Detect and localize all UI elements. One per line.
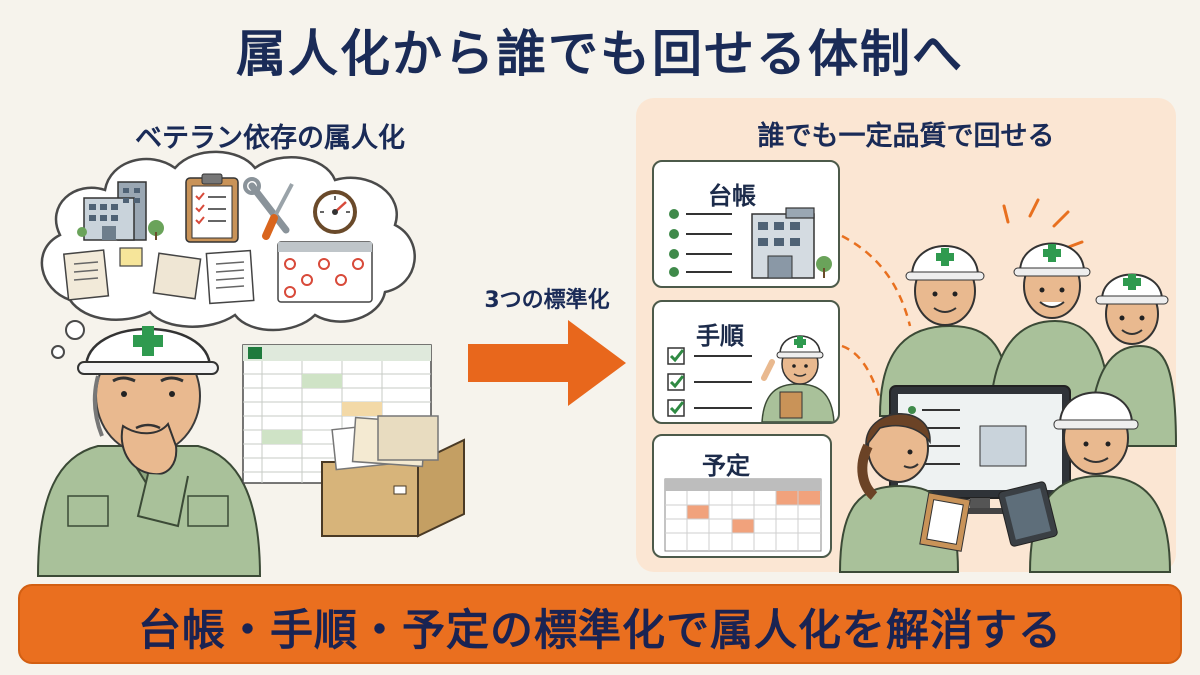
wrench-screwdriver-icon bbox=[243, 177, 294, 240]
procedure-card: 手順 bbox=[652, 300, 840, 424]
checklist-icon bbox=[667, 347, 752, 417]
building-icon bbox=[77, 181, 164, 241]
right-heading: 誰でも一定品質で回せる bbox=[757, 121, 1055, 152]
documents-icon bbox=[62, 247, 143, 301]
clipboard-icon bbox=[185, 173, 239, 243]
arrow-right-icon bbox=[468, 320, 626, 406]
team-illustration bbox=[838, 198, 1178, 573]
worker-with-clipboard-icon bbox=[761, 335, 835, 422]
procedure-card-label: 手順 bbox=[696, 322, 744, 350]
conclusion-banner bbox=[18, 584, 1182, 664]
veteran-worker-illustration bbox=[36, 326, 262, 577]
paper-stack-icon bbox=[152, 249, 255, 305]
ledger-card-label: 台帳 bbox=[708, 182, 756, 210]
calendar-icon bbox=[277, 241, 373, 303]
schedule-card: 予定 bbox=[652, 434, 832, 558]
arrow-label: 3つの標準化 bbox=[484, 288, 610, 313]
schedule-calendar-icon bbox=[664, 478, 822, 552]
gauge-icon bbox=[313, 190, 357, 234]
ledger-card: 台帳 bbox=[652, 160, 840, 288]
conclusion-text: 台帳・手順・予定の標準化で属人化を解消する bbox=[138, 606, 1062, 656]
left-heading: ベテラン依存の属人化 bbox=[135, 123, 405, 154]
office-building-icon bbox=[751, 207, 832, 279]
schedule-card-label: 予定 bbox=[702, 452, 750, 480]
list-icon bbox=[669, 209, 732, 277]
page-title: 属人化から誰でも回せる体制へ bbox=[236, 25, 964, 83]
file-box-icon bbox=[321, 415, 465, 538]
